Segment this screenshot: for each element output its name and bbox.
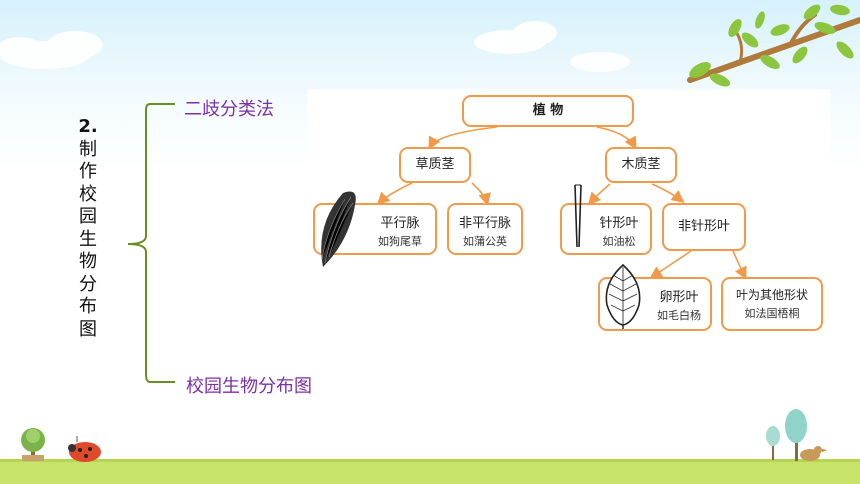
section-title-char: 园	[79, 206, 97, 227]
node-other-leaf: 叶为其他形状 如法国梧桐	[721, 277, 823, 331]
node-ovate-leaf-title: 卵形叶	[659, 290, 699, 305]
node-plants: 植 物	[462, 95, 634, 127]
branch-label-dichotomous-key: 二歧分类法	[184, 99, 274, 120]
node-needle-leaf-example: 如油松	[602, 235, 636, 248]
node-parallel-veins-example: 如狗尾草	[378, 235, 422, 248]
section-title-char: 分	[79, 273, 97, 295]
node-non-needle-leaf-title: 非针形叶	[677, 219, 730, 234]
pine-needle-icon	[574, 184, 582, 248]
section-title-char: 生	[79, 228, 97, 250]
bracket-brace	[127, 103, 175, 383]
grass-leaf-icon	[321, 191, 356, 267]
ladybug-icon	[68, 436, 101, 462]
section-title: 2. 制 作 校 园 生 物 分 布 图	[76, 116, 100, 341]
node-plants-label: 植 物	[532, 103, 564, 118]
cloud-icon	[474, 21, 630, 72]
cloud-icon	[0, 31, 103, 69]
node-woody-label: 木质茎	[621, 157, 661, 172]
node-parallel-veins-title: 平行脉	[380, 216, 420, 231]
section-title-char: 物	[79, 251, 97, 272]
section-title-char: 图	[79, 318, 97, 340]
classification-diagram: 植 物 草质茎 木质茎 平行脉 如狗尾草 非平行脉 如蒲公英 针形叶 如油松 非…	[307, 89, 830, 341]
tree-icon	[21, 428, 45, 461]
branch-icon	[687, 4, 860, 87]
node-ovate-leaf-example: 如毛白杨	[657, 309, 701, 322]
section-title-char: 布	[79, 296, 97, 317]
node-herbaceous: 草质茎	[399, 147, 471, 183]
node-other-leaf-title: 叶为其他形状	[735, 288, 808, 302]
node-nonparallel-veins-example: 如蒲公英	[463, 235, 507, 248]
section-title-char: 作	[79, 161, 97, 182]
section-number: 2.	[78, 116, 98, 137]
section-title-char: 制	[79, 138, 97, 160]
node-non-needle-leaf: 非针形叶	[662, 203, 746, 251]
connector-arrows	[376, 126, 747, 280]
bird-icon	[800, 446, 827, 461]
node-nonparallel-veins: 非平行脉 如蒲公英	[447, 203, 523, 255]
tree-icon	[766, 409, 807, 461]
node-herbaceous-label: 草质茎	[415, 157, 455, 172]
branch-label-campus-map: 校园生物分布图	[186, 376, 312, 397]
node-nonparallel-veins-title: 非平行脉	[458, 216, 511, 231]
node-other-leaf-example: 如法国梧桐	[744, 307, 800, 320]
section-title-char: 校	[79, 183, 97, 205]
ovate-leaf-icon	[605, 263, 641, 329]
node-needle-leaf-title: 针形叶	[599, 216, 639, 231]
node-woody: 木质茎	[605, 147, 677, 183]
